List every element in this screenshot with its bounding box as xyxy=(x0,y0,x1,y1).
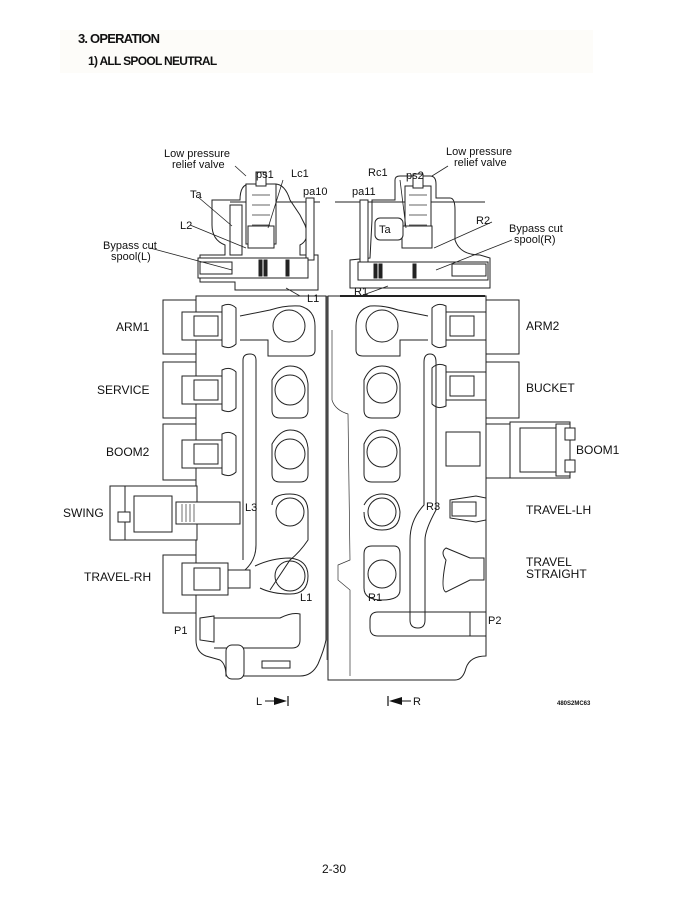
ta-right-label: Ta xyxy=(379,224,392,236)
l1-bottom-label: L1 xyxy=(300,592,312,604)
lp-relief-right-label-1: Low pressure xyxy=(446,146,512,158)
p1-label: P1 xyxy=(174,625,187,637)
rc1-label: Rc1 xyxy=(368,167,388,179)
spool-label-arm1: ARM1 xyxy=(116,320,150,334)
l1-top-label: L1 xyxy=(307,293,319,305)
pa11-label: pa11 xyxy=(352,186,376,198)
ta-left-label: Ta xyxy=(190,189,203,201)
callout-labels: Low pressure relief valve ps1 Lc1 pa10 T… xyxy=(103,146,563,637)
lp-relief-left-label-1: Low pressure xyxy=(164,148,230,160)
direction-right-label: R xyxy=(413,696,421,708)
arrow-left-icon xyxy=(389,697,402,705)
section-title: 3. OPERATION xyxy=(78,31,160,46)
leader-lines xyxy=(149,165,513,297)
spool-label-travel-rh: TRAVEL-RH xyxy=(84,570,151,584)
left-spools xyxy=(109,303,316,680)
bypass-left-label-2: spool(L) xyxy=(111,251,151,263)
spool-label-travel-lh: TRAVEL-LH xyxy=(526,503,591,517)
bypass-right-label-2: spool(R) xyxy=(514,234,556,246)
spool-label-swing: SWING xyxy=(63,506,104,520)
right-relief-assembly xyxy=(349,173,491,289)
r1-bottom-label: R1 xyxy=(368,592,382,604)
header-band xyxy=(60,30,593,73)
spool-label-boom2: BOOM2 xyxy=(106,445,150,459)
center-channel xyxy=(326,296,351,676)
subsection-title: 1) ALL SPOOL NEUTRAL xyxy=(88,54,217,68)
bypass-left-label-1: Bypass cut xyxy=(103,240,157,252)
bypass-right-label-1: Bypass cut xyxy=(509,223,563,235)
page-number: 2-30 xyxy=(322,862,347,876)
direction-indicator-left: L xyxy=(256,696,289,708)
lp-relief-right-label-2: relief valve xyxy=(454,157,507,169)
figure-code: 480S2MC63 xyxy=(557,701,591,707)
ps1-label: ps1 xyxy=(256,169,274,181)
r2-label: R2 xyxy=(476,215,490,227)
spool-label-travel-straight-2: STRAIGHT xyxy=(526,567,587,581)
r3-label: R3 xyxy=(426,501,440,513)
spool-label-boom1: BOOM1 xyxy=(576,443,620,457)
p2-label: P2 xyxy=(488,615,501,627)
lc1-label: Lc1 xyxy=(291,168,309,180)
direction-left-label: L xyxy=(256,696,262,708)
spool-label-travel-straight-1: TRAVEL xyxy=(526,555,572,569)
spool-label-service: SERVICE xyxy=(97,383,149,397)
spool-labels: ARM1 SERVICE BOOM2 SWING TRAVEL-RH ARM2 … xyxy=(63,319,620,584)
arrow-right-icon xyxy=(274,697,287,705)
ps2-label: ps2 xyxy=(406,170,424,182)
spool-label-arm2: ARM2 xyxy=(526,319,560,333)
right-spools xyxy=(355,303,576,637)
l2-label: L2 xyxy=(180,220,192,232)
pa10-label: pa10 xyxy=(303,186,327,198)
lp-relief-left-label-2: relief valve xyxy=(172,159,225,171)
left-relief-assembly xyxy=(197,171,319,291)
l3-label: L3 xyxy=(245,502,257,514)
direction-indicator-right: R xyxy=(387,696,421,708)
spool-label-bucket: BUCKET xyxy=(526,381,575,395)
r1-top-label: R1 xyxy=(354,286,368,298)
